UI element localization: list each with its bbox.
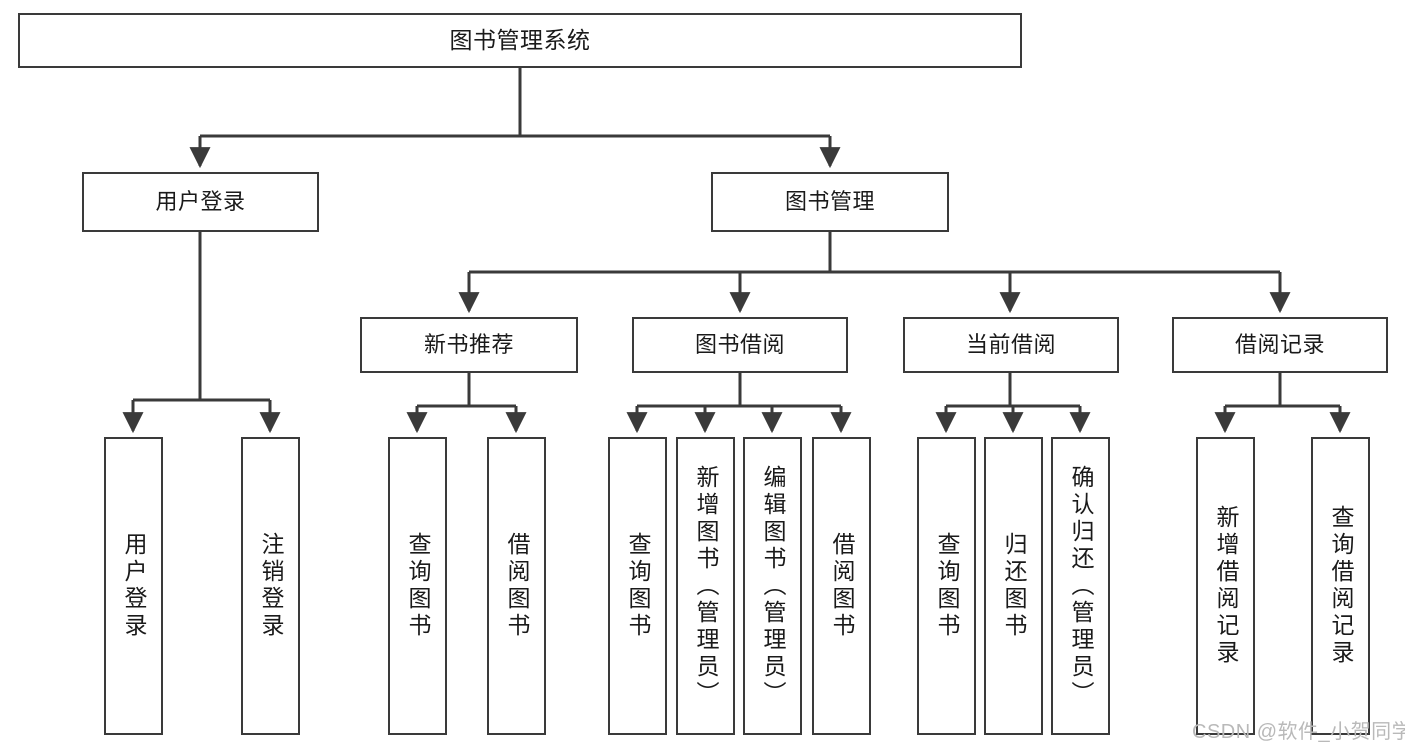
node-new-book-recommend-label: 新书推荐 [423, 332, 514, 358]
node-user-login-label: 用户登录 [155, 189, 246, 215]
node-leaf-logout[interactable]: 注销登录 [241, 437, 300, 735]
node-new-book-recommend[interactable]: 新书推荐 [360, 317, 578, 373]
node-leaf-query-book-3-label: 查询图书 [934, 532, 960, 640]
node-leaf-borrow-book-2-label: 借阅图书 [829, 532, 855, 640]
node-borrow-record-label: 借阅记录 [1234, 332, 1325, 358]
node-leaf-query-book-3[interactable]: 查询图书 [917, 437, 976, 735]
node-leaf-add-book[interactable]: 新增图书（管理员） [676, 437, 735, 735]
node-leaf-add-record[interactable]: 新增借阅记录 [1196, 437, 1255, 735]
node-leaf-user-login-label: 用户登录 [121, 532, 147, 640]
node-leaf-user-login[interactable]: 用户登录 [104, 437, 163, 735]
node-leaf-confirm-return-label: 确认归还（管理员） [1068, 464, 1094, 708]
node-leaf-query-book-2[interactable]: 查询图书 [608, 437, 667, 735]
node-root-label: 图书管理系统 [449, 27, 591, 54]
node-borrow-record[interactable]: 借阅记录 [1172, 317, 1388, 373]
node-leaf-add-record-label: 新增借阅记录 [1213, 505, 1239, 667]
csdn-watermark: CSDN @软件_小贺同学 [1192, 721, 1405, 743]
node-book-borrow[interactable]: 图书借阅 [632, 317, 848, 373]
node-leaf-add-book-label: 新增图书（管理员） [693, 464, 719, 708]
node-leaf-logout-label: 注销登录 [258, 532, 284, 640]
node-leaf-query-book-1-label: 查询图书 [405, 532, 431, 640]
node-leaf-edit-book-label: 编辑图书（管理员） [760, 464, 786, 708]
node-current-borrow[interactable]: 当前借阅 [903, 317, 1119, 373]
node-root[interactable]: 图书管理系统 [18, 13, 1022, 68]
node-leaf-borrow-book-1[interactable]: 借阅图书 [487, 437, 546, 735]
node-leaf-borrow-book-1-label: 借阅图书 [504, 532, 530, 640]
node-leaf-edit-book[interactable]: 编辑图书（管理员） [743, 437, 802, 735]
node-leaf-query-book-2-label: 查询图书 [625, 532, 651, 640]
node-leaf-query-record[interactable]: 查询借阅记录 [1311, 437, 1370, 735]
node-leaf-confirm-return[interactable]: 确认归还（管理员） [1051, 437, 1110, 735]
node-leaf-query-book-1[interactable]: 查询图书 [388, 437, 447, 735]
node-leaf-query-record-label: 查询借阅记录 [1328, 505, 1354, 667]
node-book-borrow-label: 图书借阅 [694, 332, 785, 358]
node-book-manage[interactable]: 图书管理 [711, 172, 949, 232]
node-leaf-borrow-book-2[interactable]: 借阅图书 [812, 437, 871, 735]
node-leaf-return-book-label: 归还图书 [1001, 532, 1027, 640]
node-user-login[interactable]: 用户登录 [82, 172, 319, 232]
node-current-borrow-label: 当前借阅 [965, 332, 1056, 358]
node-book-manage-label: 图书管理 [784, 189, 875, 215]
node-leaf-return-book[interactable]: 归还图书 [984, 437, 1043, 735]
